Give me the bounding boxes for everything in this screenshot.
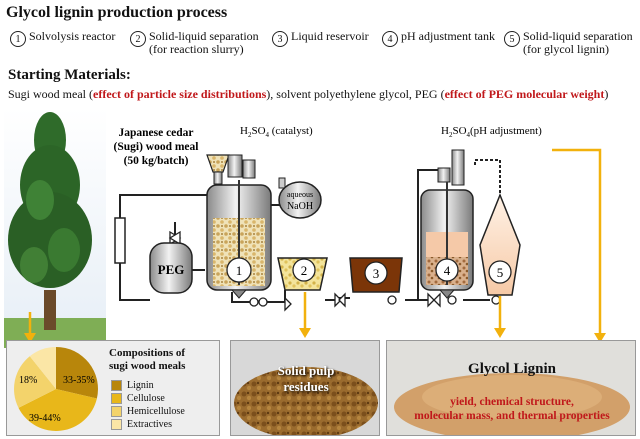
- composition-title: Compositions of sugi wood meals: [109, 347, 185, 373]
- step-1: 1 Solvolysis reactor: [10, 30, 115, 47]
- legend-swatch: [111, 380, 122, 391]
- reactor-1: 1: [206, 154, 272, 299]
- pie-slice-extractives: [29, 347, 56, 389]
- legend-label: Cellulose: [127, 393, 165, 404]
- legend-item: Extractives: [111, 418, 185, 431]
- arrow-heads: [24, 328, 606, 343]
- step-label-2: (for reaction slurry): [149, 42, 244, 56]
- step-number: 1: [10, 31, 26, 47]
- glycol-lignin-properties: yield, chemical structure, molecular mas…: [387, 395, 635, 423]
- sm-highlight-1: effect of particle size distributions: [93, 87, 267, 101]
- pulp-panel: Solid pulp residues: [230, 340, 380, 436]
- process-steps: 1 Solvolysis reactor 2 Solid-liquid sepa…: [10, 30, 636, 64]
- separator-2: 2: [277, 257, 328, 291]
- separator-2-number: 2: [301, 263, 308, 278]
- step-3: 3 Liquid reservoir: [272, 30, 369, 47]
- pie-slice-hemicellulose: [14, 356, 56, 408]
- composition-title-1: Compositions of: [109, 347, 186, 359]
- legend-label: Hemicellulose: [127, 406, 185, 417]
- step-5: 5 Solid-liquid separation(for glycol lig…: [504, 30, 633, 56]
- legend-swatch: [111, 393, 122, 404]
- cedar-label-2: (Sugi) wood meal: [114, 141, 199, 153]
- pie-slice-cellulose: [18, 389, 97, 431]
- pulp-label: Solid pulp residues: [231, 363, 379, 395]
- sm-highlight-2: effect of PEG molecular weight: [444, 87, 605, 101]
- peg-tank: PEG: [149, 242, 193, 294]
- pulp-image: [231, 341, 379, 435]
- reservoir-3-number: 3: [373, 266, 380, 281]
- starting-materials-text: Sugi wood meal (effect of particle size …: [8, 87, 608, 102]
- peg-label: PEG: [158, 262, 185, 277]
- step-label: pH adjustment tank: [401, 29, 495, 43]
- cedar-tree-image: [4, 108, 106, 348]
- naoh-tank: aqueous NaOH: [278, 177, 322, 219]
- step-2: 2 Solid-liquid separation(for reaction s…: [130, 30, 259, 56]
- separator-5: 5: [479, 192, 521, 296]
- legend-item: Hemicellulose: [111, 405, 185, 418]
- composition-pie-chart: 18% 33-35% 39-44%: [14, 347, 98, 431]
- sm-text-1: Sugi wood meal (: [8, 87, 93, 101]
- step-number: 4: [382, 31, 398, 47]
- step-label-2: (for glycol lignin): [523, 42, 609, 56]
- glycol-lignin-title: Glycol Lignin: [468, 361, 556, 377]
- composition-panel: 18% 33-35% 39-44% Compositions of sugi w…: [6, 340, 220, 436]
- pie-label-39: 39-44%: [29, 413, 61, 424]
- composition-legend: Lignin Cellulose Hemicellulose Extractiv…: [111, 379, 185, 431]
- h2so4-catalyst-label: H2SO4 (catalyst): [240, 125, 313, 139]
- wood-meal-hopper: [206, 154, 230, 185]
- cedar-label-1: Japanese cedar: [118, 127, 193, 139]
- legend-swatch: [111, 419, 122, 430]
- legend-swatch: [111, 406, 122, 417]
- glycol-properties-1: yield, chemical structure,: [450, 396, 574, 408]
- glycol-lignin-image: [387, 341, 635, 435]
- step-number: 5: [504, 31, 520, 47]
- reservoir-3: 3: [349, 257, 403, 293]
- naoh-label: NaOH: [287, 201, 313, 212]
- sm-text-3: ): [604, 87, 609, 101]
- composition-title-2: sugi wood meals: [109, 360, 186, 372]
- ph-tank-4-number: 4: [444, 263, 451, 278]
- step-label: Solid-liquid separation: [523, 29, 633, 43]
- step-label: Solvolysis reactor: [29, 29, 116, 43]
- pie-label-33: 33-35%: [63, 375, 95, 386]
- step-number: 3: [272, 31, 288, 47]
- flow-arrows: [28, 148, 602, 335]
- step-label: Solid-liquid separation: [149, 29, 259, 43]
- page-title: Glycol lignin production process: [6, 4, 228, 21]
- step-number: 2: [130, 31, 146, 47]
- separator-5-number: 5: [497, 265, 504, 280]
- h2so4-ph-label: H2SO4(pH adjustment): [441, 125, 542, 139]
- step-label: Liquid reservoir: [291, 29, 369, 43]
- aqueous-label: aqueous: [287, 190, 313, 199]
- filter-column: [114, 217, 126, 264]
- pie-slice-lignin: [56, 347, 98, 399]
- pulp-label-2: residues: [283, 379, 329, 394]
- ph-tank-4: 4: [420, 149, 474, 299]
- pie-label-18: 18%: [19, 375, 37, 386]
- glycol-properties-2: molecular mass, and thermal properties: [414, 410, 610, 422]
- legend-label: Extractives: [127, 419, 172, 430]
- pulp-label-1: Solid pulp: [277, 363, 335, 378]
- legend-item: Cellulose: [111, 392, 185, 405]
- reactor-1-number: 1: [236, 263, 243, 278]
- sm-text-2: ), solvent polyethylene glycol, PEG (: [266, 87, 445, 101]
- glycol-lignin-panel: Glycol Lignin yield, chemical structure,…: [386, 340, 636, 436]
- legend-item: Lignin: [111, 379, 185, 392]
- starting-materials-title: Starting Materials:: [8, 67, 131, 83]
- cedar-label-3: (50 kg/batch): [124, 155, 189, 167]
- legend-label: Lignin: [127, 380, 154, 391]
- step-4: 4 pH adjustment tank: [382, 30, 495, 47]
